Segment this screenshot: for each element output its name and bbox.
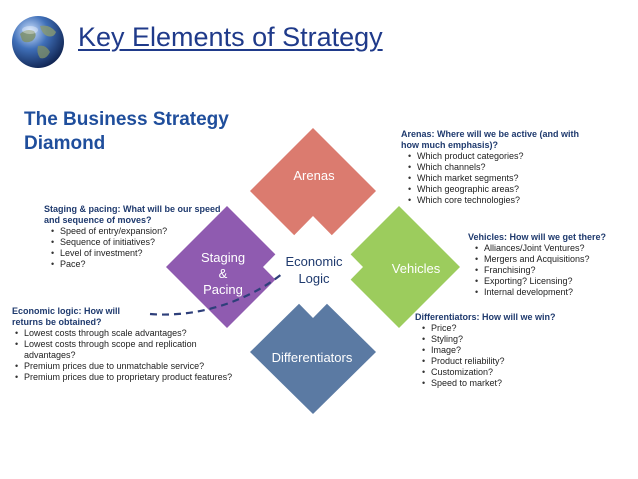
list-item: Internal development? (474, 287, 632, 298)
arenas-label: Arenas (293, 168, 335, 183)
list-item: Franchising? (474, 265, 632, 276)
staging-box: Staging & pacing: What will be our speed… (44, 204, 234, 270)
economic-logic-heading: Economic logic: How will returns be obta… (12, 306, 121, 327)
list-item: Speed of entry/expansion? (50, 226, 234, 237)
list-item: Lowest costs through scale advantages? (14, 328, 236, 339)
list-item: Customization? (421, 367, 595, 378)
vehicles-box: Vehicles: How will we get there? Allianc… (468, 232, 632, 298)
list-item: Which core technologies? (407, 195, 601, 206)
vehicles-shape (338, 206, 460, 328)
list-item: Alliances/Joint Ventures? (474, 243, 632, 254)
arenas-box: Arenas: Where will we be active (and wit… (401, 129, 601, 206)
arenas-heading: Arenas: Where will we be active (and wit… (401, 129, 580, 150)
differentiators-heading: Differentiators: How will we win? (415, 312, 556, 322)
differentiators-shape (250, 290, 376, 414)
list-item: Price? (421, 323, 595, 334)
diagram-subtitle: The Business Strategy Diamond (24, 109, 229, 154)
economic-logic-box: Economic logic: How will returns be obta… (12, 306, 236, 383)
list-item: Premium prices due to proprietary produc… (14, 372, 236, 383)
list-item: Which market segments? (407, 173, 601, 184)
economic-logic-connector (149, 272, 284, 316)
list-item: Mergers and Acquisitions? (474, 254, 632, 265)
list-item: Exporting? Licensing? (474, 276, 632, 287)
list-item: Pace? (50, 259, 234, 270)
list-item: Which product categories? (407, 151, 601, 162)
economic-logic-label: Economic (285, 254, 343, 269)
list-item: Lowest costs through scope and replicati… (14, 339, 236, 361)
list-item: Styling? (421, 334, 595, 345)
vehicles-label: Vehicles (392, 261, 441, 276)
differentiators-box: Differentiators: How will we win? Price?… (415, 312, 595, 389)
list-item: Premium prices due to unmatchable servic… (14, 361, 236, 372)
list-item: Speed to market? (421, 378, 595, 389)
globe-icon (12, 16, 64, 68)
arenas-shape (250, 128, 376, 254)
list-item: Level of investment? (50, 248, 234, 259)
list-item: Product reliability? (421, 356, 595, 367)
staging-label: Pacing (203, 282, 243, 297)
list-item: Which channels? (407, 162, 601, 173)
economic-logic-label: Logic (298, 271, 330, 286)
staging-heading: Staging & pacing: What will be our speed… (44, 204, 221, 225)
list-item: Which geographic areas? (407, 184, 601, 195)
list-item: Image? (421, 345, 595, 356)
staging-label: & (219, 266, 228, 281)
vehicles-heading: Vehicles: How will we get there? (468, 232, 607, 242)
differentiators-label: Differentiators (272, 350, 353, 365)
list-item: Sequence of initiatives? (50, 237, 234, 248)
economic-logic-shape (263, 216, 363, 318)
page-title: Key Elements of Strategy (78, 22, 383, 52)
